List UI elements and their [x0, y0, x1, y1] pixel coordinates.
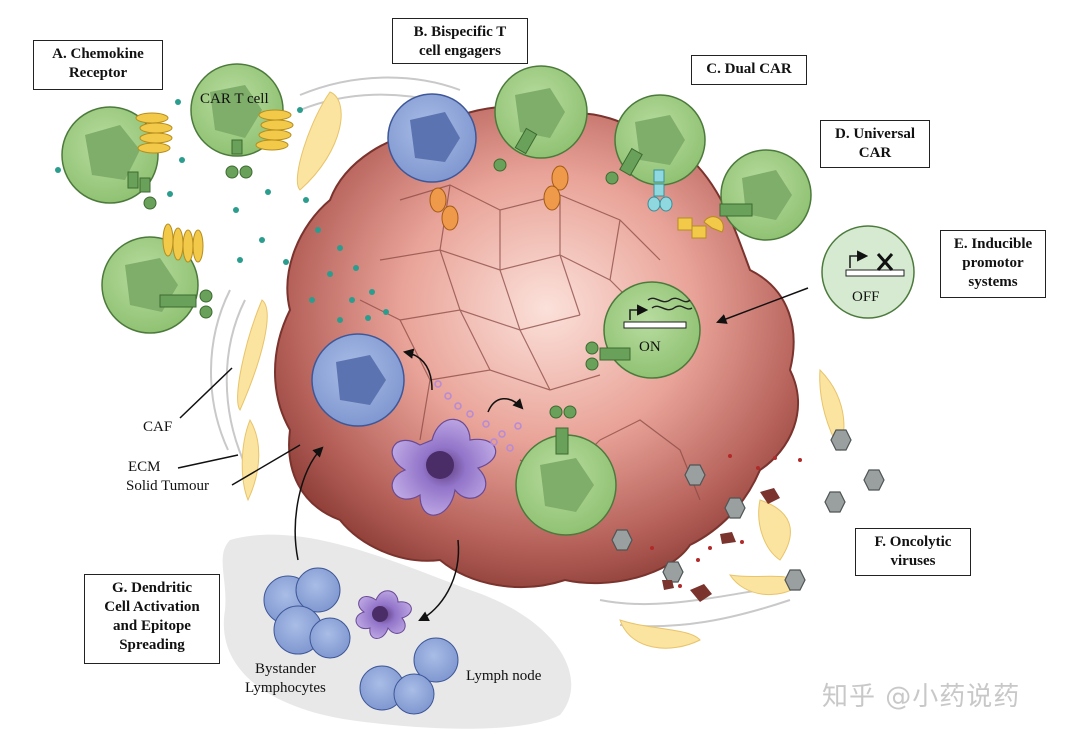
car-t-cell-d: [677, 149, 812, 241]
car-t-cell-e-off: [821, 225, 915, 319]
caf-label: CAF: [143, 419, 173, 435]
car-t-cell-a3: [101, 223, 213, 334]
arrow-dc-to-blue: [402, 348, 433, 391]
car-t-cell-b: [493, 65, 588, 172]
antigen-dots: [434, 380, 522, 452]
solid-tumour-label: Solid Tumour: [126, 478, 209, 494]
label-a: A. Chemokine Receptor: [33, 40, 163, 90]
bispecific-engager-1: [429, 187, 459, 231]
car-t-cell-c: [605, 94, 706, 212]
dendritic-cell-lymph: [355, 590, 412, 639]
blue-cell-g: [311, 333, 405, 427]
car-t-cell-a1: [61, 106, 173, 210]
ecm-pointer: [177, 454, 239, 469]
arrow-lymph-to-tumour: [294, 446, 324, 561]
bispecific-engager-2: [543, 165, 569, 211]
bystander-lymphocytes: [263, 567, 351, 659]
car-t-cell-g: [515, 405, 617, 536]
tumour-pointer: [231, 444, 301, 486]
tumour-fragments: [662, 488, 780, 602]
car-t-cell-a2: [190, 63, 294, 179]
on-label: ON: [639, 339, 661, 355]
arrow-dc-to-lymph: [418, 539, 460, 621]
car-t-cell-label: CAR T cell: [200, 91, 269, 107]
label-e: E. Inducible promotor systems: [940, 230, 1046, 298]
watermark: 知乎 @小药说药: [822, 682, 1021, 712]
label-c: C. Dual CAR: [691, 55, 807, 85]
bystander-lymphocytes-label: Bystander Lymphocytes: [245, 661, 326, 696]
lymph-node-lymphocytes: [359, 637, 459, 715]
label-b: B. Bispecific T cell engagers: [392, 18, 528, 64]
arrow-e: [716, 287, 809, 324]
label-f: F. Oncolytic viruses: [855, 528, 971, 576]
dendritic-cell: [391, 418, 497, 516]
label-d: D. Universal CAR: [820, 120, 930, 168]
caf-pointer: [179, 367, 233, 419]
virus-debris: [650, 454, 802, 588]
off-label: OFF: [852, 289, 880, 305]
car-t-cell-e-on: [585, 281, 701, 379]
arrow-dc-to-cart: [487, 398, 524, 413]
oncolytic-viruses: [611, 429, 885, 591]
blue-cell-b: [387, 93, 477, 183]
ecm-label: ECM: [128, 459, 161, 475]
lymph-node-label: Lymph node: [466, 668, 542, 684]
label-g: G. Dendritic Cell Activation and Epitope…: [84, 574, 220, 664]
